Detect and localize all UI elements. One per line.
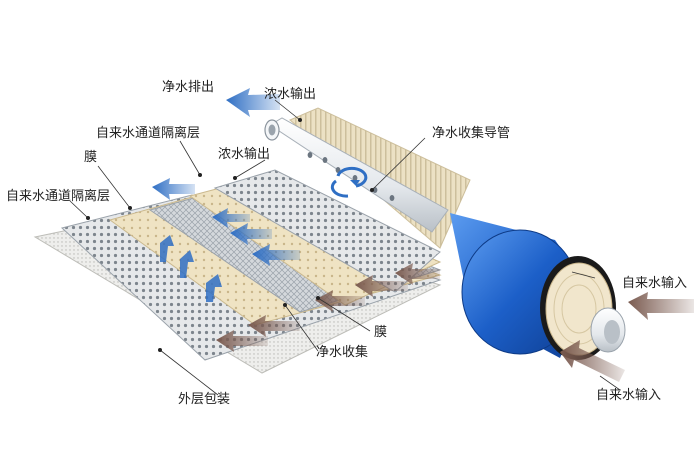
arrow-left-blue-icon xyxy=(252,244,300,266)
arrow-left-blue-icon xyxy=(152,178,195,200)
label-concentrate-out-mid: 浓水输出 xyxy=(218,146,270,162)
arrow-left-brown-icon xyxy=(395,263,440,285)
tap-water-arrows xyxy=(216,263,694,382)
arrow-left-brown-icon xyxy=(216,330,268,352)
label-outer-wrap: 外层包装 xyxy=(178,392,230,407)
arrow-tap-in-right-icon xyxy=(628,292,694,320)
label-pure-collect: 净水收集 xyxy=(316,344,368,360)
arrow-left-blue-icon xyxy=(230,223,272,245)
label-tap-in-bottom: 自来水输入 xyxy=(596,387,661,403)
label-pure-collect-tube: 净水收集导管 xyxy=(432,125,510,141)
label-concentrate-out-top: 浓水输出 xyxy=(264,86,316,102)
label-membrane-top: 膜 xyxy=(84,150,97,165)
pure-water-arrows xyxy=(152,88,300,302)
arrow-left-blue-icon xyxy=(212,208,250,228)
rotation-arrows-icon xyxy=(330,166,368,198)
arrow-up-blue-icon xyxy=(206,274,222,302)
arrow-tap-in-bottom-icon xyxy=(560,340,625,382)
arrow-up-blue-icon xyxy=(160,235,174,262)
label-tap-in-right: 自来水输入 xyxy=(622,275,687,291)
arrow-left-brown-icon xyxy=(315,290,365,312)
membrane-housing xyxy=(450,213,626,360)
tap-spacer-layer-top xyxy=(213,169,441,293)
arrow-left-brown-icon xyxy=(248,315,300,337)
label-tap-spacer-top: 自来水通道隔离层 xyxy=(96,125,200,141)
arrow-pure-out-icon xyxy=(226,88,280,117)
arrow-up-blue-icon xyxy=(180,250,194,278)
pure-collect-tube xyxy=(264,117,449,233)
arrow-left-brown-icon xyxy=(355,275,408,297)
label-tap-spacer-left: 自来水通道隔离层 xyxy=(6,188,110,204)
label-pure-water-out: 净水排出 xyxy=(162,80,214,95)
leader-lines xyxy=(69,99,621,396)
label-membrane-bottom: 膜 xyxy=(374,325,387,340)
